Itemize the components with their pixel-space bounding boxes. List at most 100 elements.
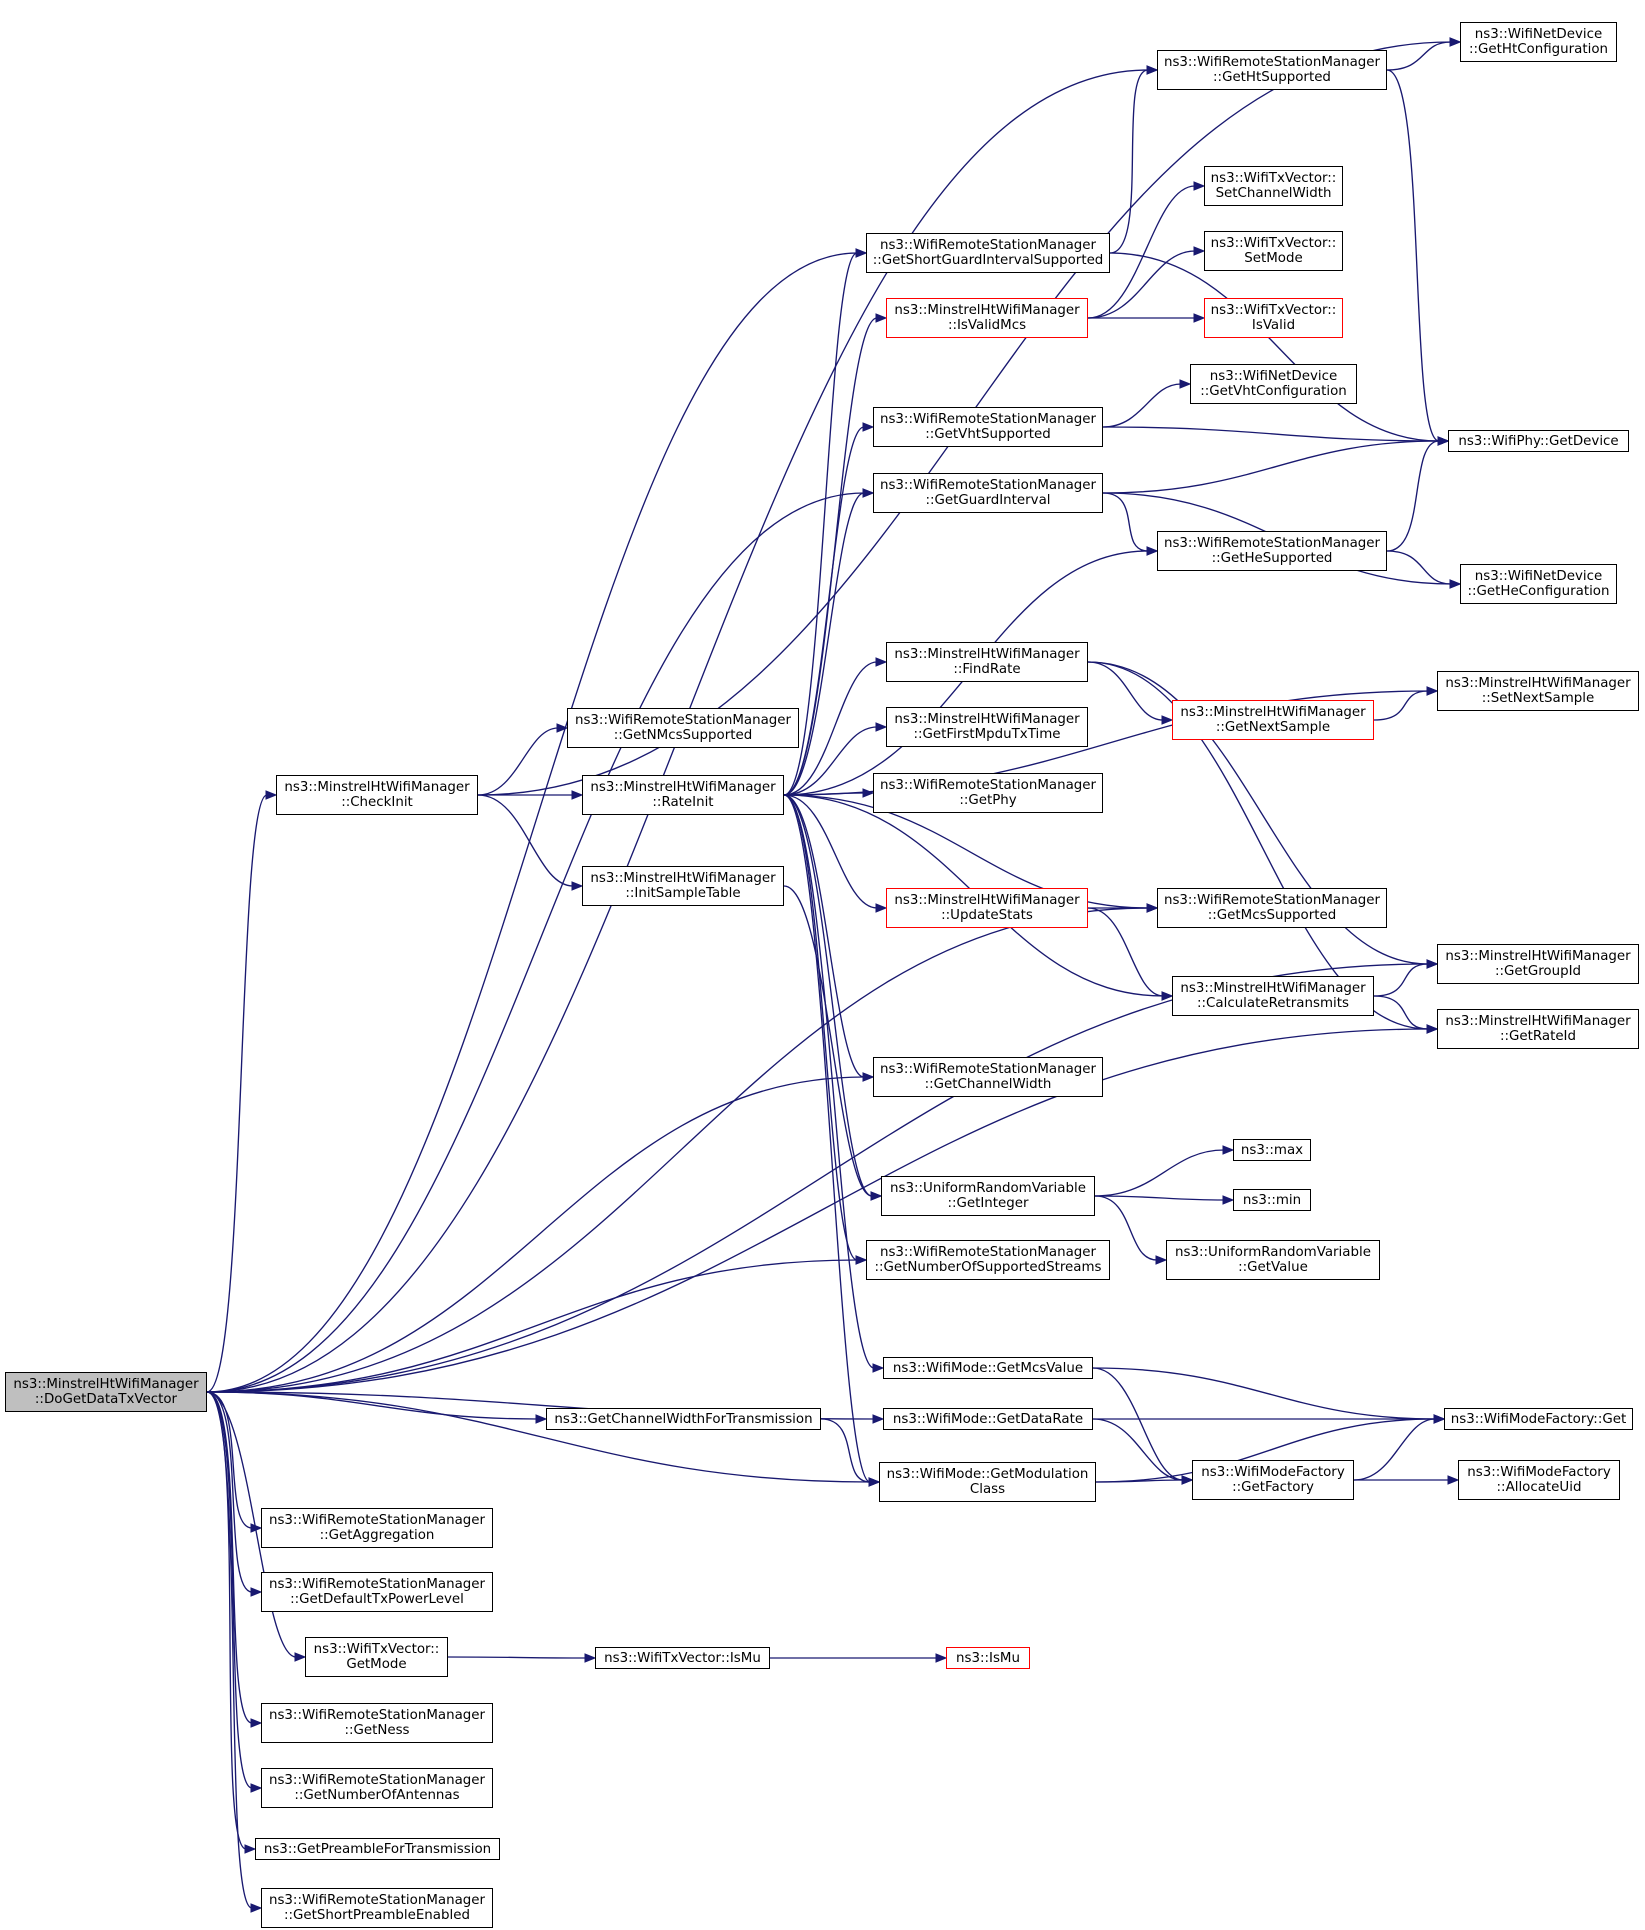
- edge-arrowhead: [1193, 181, 1206, 191]
- node-getphy[interactable]: ns3::WifiRemoteStationManager::GetPhy: [873, 773, 1103, 813]
- node-label-line: SetMode: [1244, 251, 1303, 266]
- node-getvht[interactable]: ns3::WifiRemoteStationManager::GetVhtSup…: [873, 407, 1103, 447]
- node-wmfget[interactable]: ns3::WifiModeFactory::Get: [1444, 1408, 1633, 1430]
- edge-initsample-to-getinteger: [783, 885, 873, 1197]
- node-txvsetcw[interactable]: ns3::WifiTxVector::SetChannelWidth: [1204, 166, 1343, 206]
- node-label-line: ::InitSampleTable: [625, 886, 741, 901]
- node-getsgi[interactable]: ns3::WifiRemoteStationManager::GetShortG…: [866, 233, 1110, 273]
- node-getvhtconf[interactable]: ns3::WifiNetDevice::GetVhtConfiguration: [1190, 364, 1357, 404]
- edge-root-to-getgroupid: [206, 963, 1429, 1393]
- edge-findrate-to-getnextsample: [1087, 661, 1164, 721]
- node-getheman[interactable]: ns3::WifiRemoteStationManager::GetHeSupp…: [1157, 531, 1387, 571]
- node-label-line: ns3::MinstrelHtWifiManager: [1445, 1014, 1631, 1029]
- node-label-line: GetMode: [346, 1657, 407, 1672]
- edge-arrowhead: [1222, 1195, 1235, 1205]
- node-label-line: ns3::max: [1240, 1142, 1304, 1158]
- edge-arrowhead: [1161, 991, 1174, 1001]
- edge-getheman-to-phygetdevice: [1386, 440, 1440, 552]
- node-label-line: ns3::MinstrelHtWifiManager: [1180, 981, 1366, 996]
- node-getnant[interactable]: ns3::WifiRemoteStationManager::GetNumber…: [261, 1768, 493, 1808]
- edge-arrowhead: [1193, 313, 1206, 323]
- node-label-line: ns3::WifiMode::GetMcsValue: [892, 1360, 1084, 1376]
- node-label-line: ns3::WifiRemoteStationManager: [879, 412, 1097, 427]
- node-txvgetmode[interactable]: ns3::WifiTxVector::GetMode: [305, 1637, 448, 1677]
- node-label-line: ::GetFactory: [1232, 1480, 1314, 1495]
- edge-getnextsample-to-setnextsample: [1373, 690, 1429, 721]
- edge-root-to-getnant: [206, 1391, 253, 1789]
- node-label-line: ::FindRate: [953, 662, 1021, 677]
- node-label-line: ns3::WifiRemoteStationManager: [879, 238, 1097, 253]
- edge-arrowhead: [875, 657, 888, 667]
- node-gethtconf[interactable]: ns3::WifiNetDevice::GetHtConfiguration: [1460, 22, 1617, 62]
- node-label-line: ns3::MinstrelHtWifiManager: [894, 647, 1080, 662]
- edge-calcretx-to-getrateid: [1373, 995, 1429, 1030]
- edge-updatestats-to-calcretx: [1087, 907, 1164, 997]
- edge-root-to-getmodclass: [206, 1391, 871, 1483]
- node-min[interactable]: ns3::min: [1233, 1189, 1311, 1211]
- edge-rateinit-to-findrate: [783, 661, 878, 796]
- edge-rateinit-to-getfirstmpdu: [783, 726, 878, 796]
- node-getgroupid[interactable]: ns3::MinstrelHtWifiManager::GetGroupId: [1437, 944, 1639, 984]
- node-getpreamble[interactable]: ns3::GetPreambleForTransmission: [255, 1838, 500, 1860]
- node-label-line: ns3::WifiNetDevice: [1474, 569, 1603, 584]
- node-txvismu[interactable]: ns3::WifiTxVector::IsMu: [595, 1647, 770, 1669]
- node-getfactory[interactable]: ns3::WifiModeFactory::GetFactory: [1192, 1460, 1354, 1500]
- node-label-line: ::RateInit: [652, 795, 714, 810]
- edge-getmcsvalue-to-wmfget: [1092, 1367, 1436, 1420]
- node-getcwft[interactable]: ns3::GetChannelWidthForTransmission: [546, 1408, 821, 1430]
- node-getchwidth[interactable]: ns3::WifiRemoteStationManager::GetChanne…: [873, 1057, 1103, 1097]
- node-gethecfg[interactable]: ns3::WifiNetDevice::GetHeConfiguration: [1460, 564, 1617, 604]
- node-txvsetmode[interactable]: ns3::WifiTxVector::SetMode: [1204, 231, 1343, 271]
- node-isvalidmcs[interactable]: ns3::MinstrelHtWifiManager::IsValidMcs: [886, 298, 1088, 338]
- node-getmcsvalue[interactable]: ns3::WifiMode::GetMcsValue: [883, 1357, 1093, 1379]
- node-getgi[interactable]: ns3::WifiRemoteStationManager::GetGuardI…: [873, 473, 1103, 513]
- edge-getmodclass-to-wmfget: [1095, 1418, 1436, 1483]
- edge-getheman-to-gethecfg: [1386, 550, 1452, 585]
- node-getnmcs[interactable]: ns3::WifiRemoteStationManager::GetNMcsSu…: [567, 708, 799, 748]
- node-findrate[interactable]: ns3::MinstrelHtWifiManager::FindRate: [886, 642, 1088, 682]
- edge-arrowhead: [862, 788, 875, 798]
- node-calcretx[interactable]: ns3::MinstrelHtWifiManager::CalculateRet…: [1172, 976, 1374, 1016]
- node-initsample[interactable]: ns3::MinstrelHtWifiManager::InitSampleTa…: [582, 866, 784, 906]
- node-label-line: ::CalculateRetransmits: [1197, 996, 1349, 1011]
- node-phygetdevice[interactable]: ns3::WifiPhy::GetDevice: [1448, 430, 1629, 452]
- node-getinteger[interactable]: ns3::UniformRandomVariable::GetInteger: [881, 1176, 1095, 1216]
- node-max[interactable]: ns3::max: [1233, 1139, 1311, 1161]
- edge-getht-to-gethtconf: [1386, 41, 1452, 71]
- node-label-line: ns3::WifiRemoteStationManager: [879, 1245, 1097, 1260]
- node-getdefpow[interactable]: ns3::WifiRemoteStationManager::GetDefaul…: [261, 1572, 493, 1612]
- edge-txvgetmode-to-txvismu: [447, 1656, 587, 1659]
- edge-root-to-getcwft: [206, 1391, 538, 1420]
- edge-arrowhead: [1447, 1475, 1460, 1485]
- node-label-line: ::GetPhy: [959, 793, 1017, 808]
- node-getness[interactable]: ns3::WifiRemoteStationManager::GetNess: [261, 1703, 493, 1743]
- edge-getvht-to-getvhtconf: [1102, 383, 1182, 428]
- node-rateinit[interactable]: ns3::MinstrelHtWifiManager::RateInit: [582, 775, 784, 815]
- node-getdatarate[interactable]: ns3::WifiMode::GetDataRate: [883, 1408, 1093, 1430]
- edge-arrowhead: [294, 1652, 307, 1662]
- node-getmcssup[interactable]: ns3::WifiRemoteStationManager::GetMcsSup…: [1157, 888, 1387, 928]
- node-getshortpre[interactable]: ns3::WifiRemoteStationManager::GetShortP…: [261, 1888, 493, 1928]
- node-getagg[interactable]: ns3::WifiRemoteStationManager::GetAggreg…: [261, 1508, 493, 1548]
- node-getht[interactable]: ns3::WifiRemoteStationManager::GetHtSupp…: [1157, 50, 1387, 90]
- node-getnss[interactable]: ns3::WifiRemoteStationManager::GetNumber…: [866, 1240, 1110, 1280]
- node-updatestats[interactable]: ns3::MinstrelHtWifiManager::UpdateStats: [886, 888, 1088, 928]
- node-checkinit[interactable]: ns3::MinstrelHtWifiManager::CheckInit: [276, 775, 478, 815]
- node-txvisvalid[interactable]: ns3::WifiTxVector::IsValid: [1204, 298, 1343, 338]
- edge-root-to-getmcssup: [206, 907, 1149, 1393]
- edge-arrowhead: [868, 1477, 881, 1487]
- node-setnextsample[interactable]: ns3::MinstrelHtWifiManager::SetNextSampl…: [1437, 671, 1639, 711]
- node-getfirstmpdu[interactable]: ns3::MinstrelHtWifiManager::GetFirstMpdu…: [886, 707, 1088, 747]
- node-label-line: ::GetInteger: [947, 1196, 1029, 1211]
- node-ismu[interactable]: ns3::IsMu: [946, 1647, 1030, 1669]
- node-getrateid[interactable]: ns3::MinstrelHtWifiManager::GetRateId: [1437, 1009, 1639, 1049]
- edge-arrowhead: [250, 1718, 263, 1728]
- node-urvgetvalue[interactable]: ns3::UniformRandomVariable::GetValue: [1166, 1240, 1380, 1280]
- node-label-line: ns3::WifiMode::GetModulation: [886, 1467, 1089, 1482]
- node-label-line: ::GetGuardInterval: [925, 493, 1051, 508]
- edge-root-to-getness: [206, 1391, 253, 1724]
- node-label-line: ::GetFirstMpduTxTime: [913, 727, 1061, 742]
- node-allocuid[interactable]: ns3::WifiModeFactory::AllocateUid: [1458, 1460, 1620, 1500]
- node-getnextsample[interactable]: ns3::MinstrelHtWifiManager::GetNextSampl…: [1172, 700, 1374, 740]
